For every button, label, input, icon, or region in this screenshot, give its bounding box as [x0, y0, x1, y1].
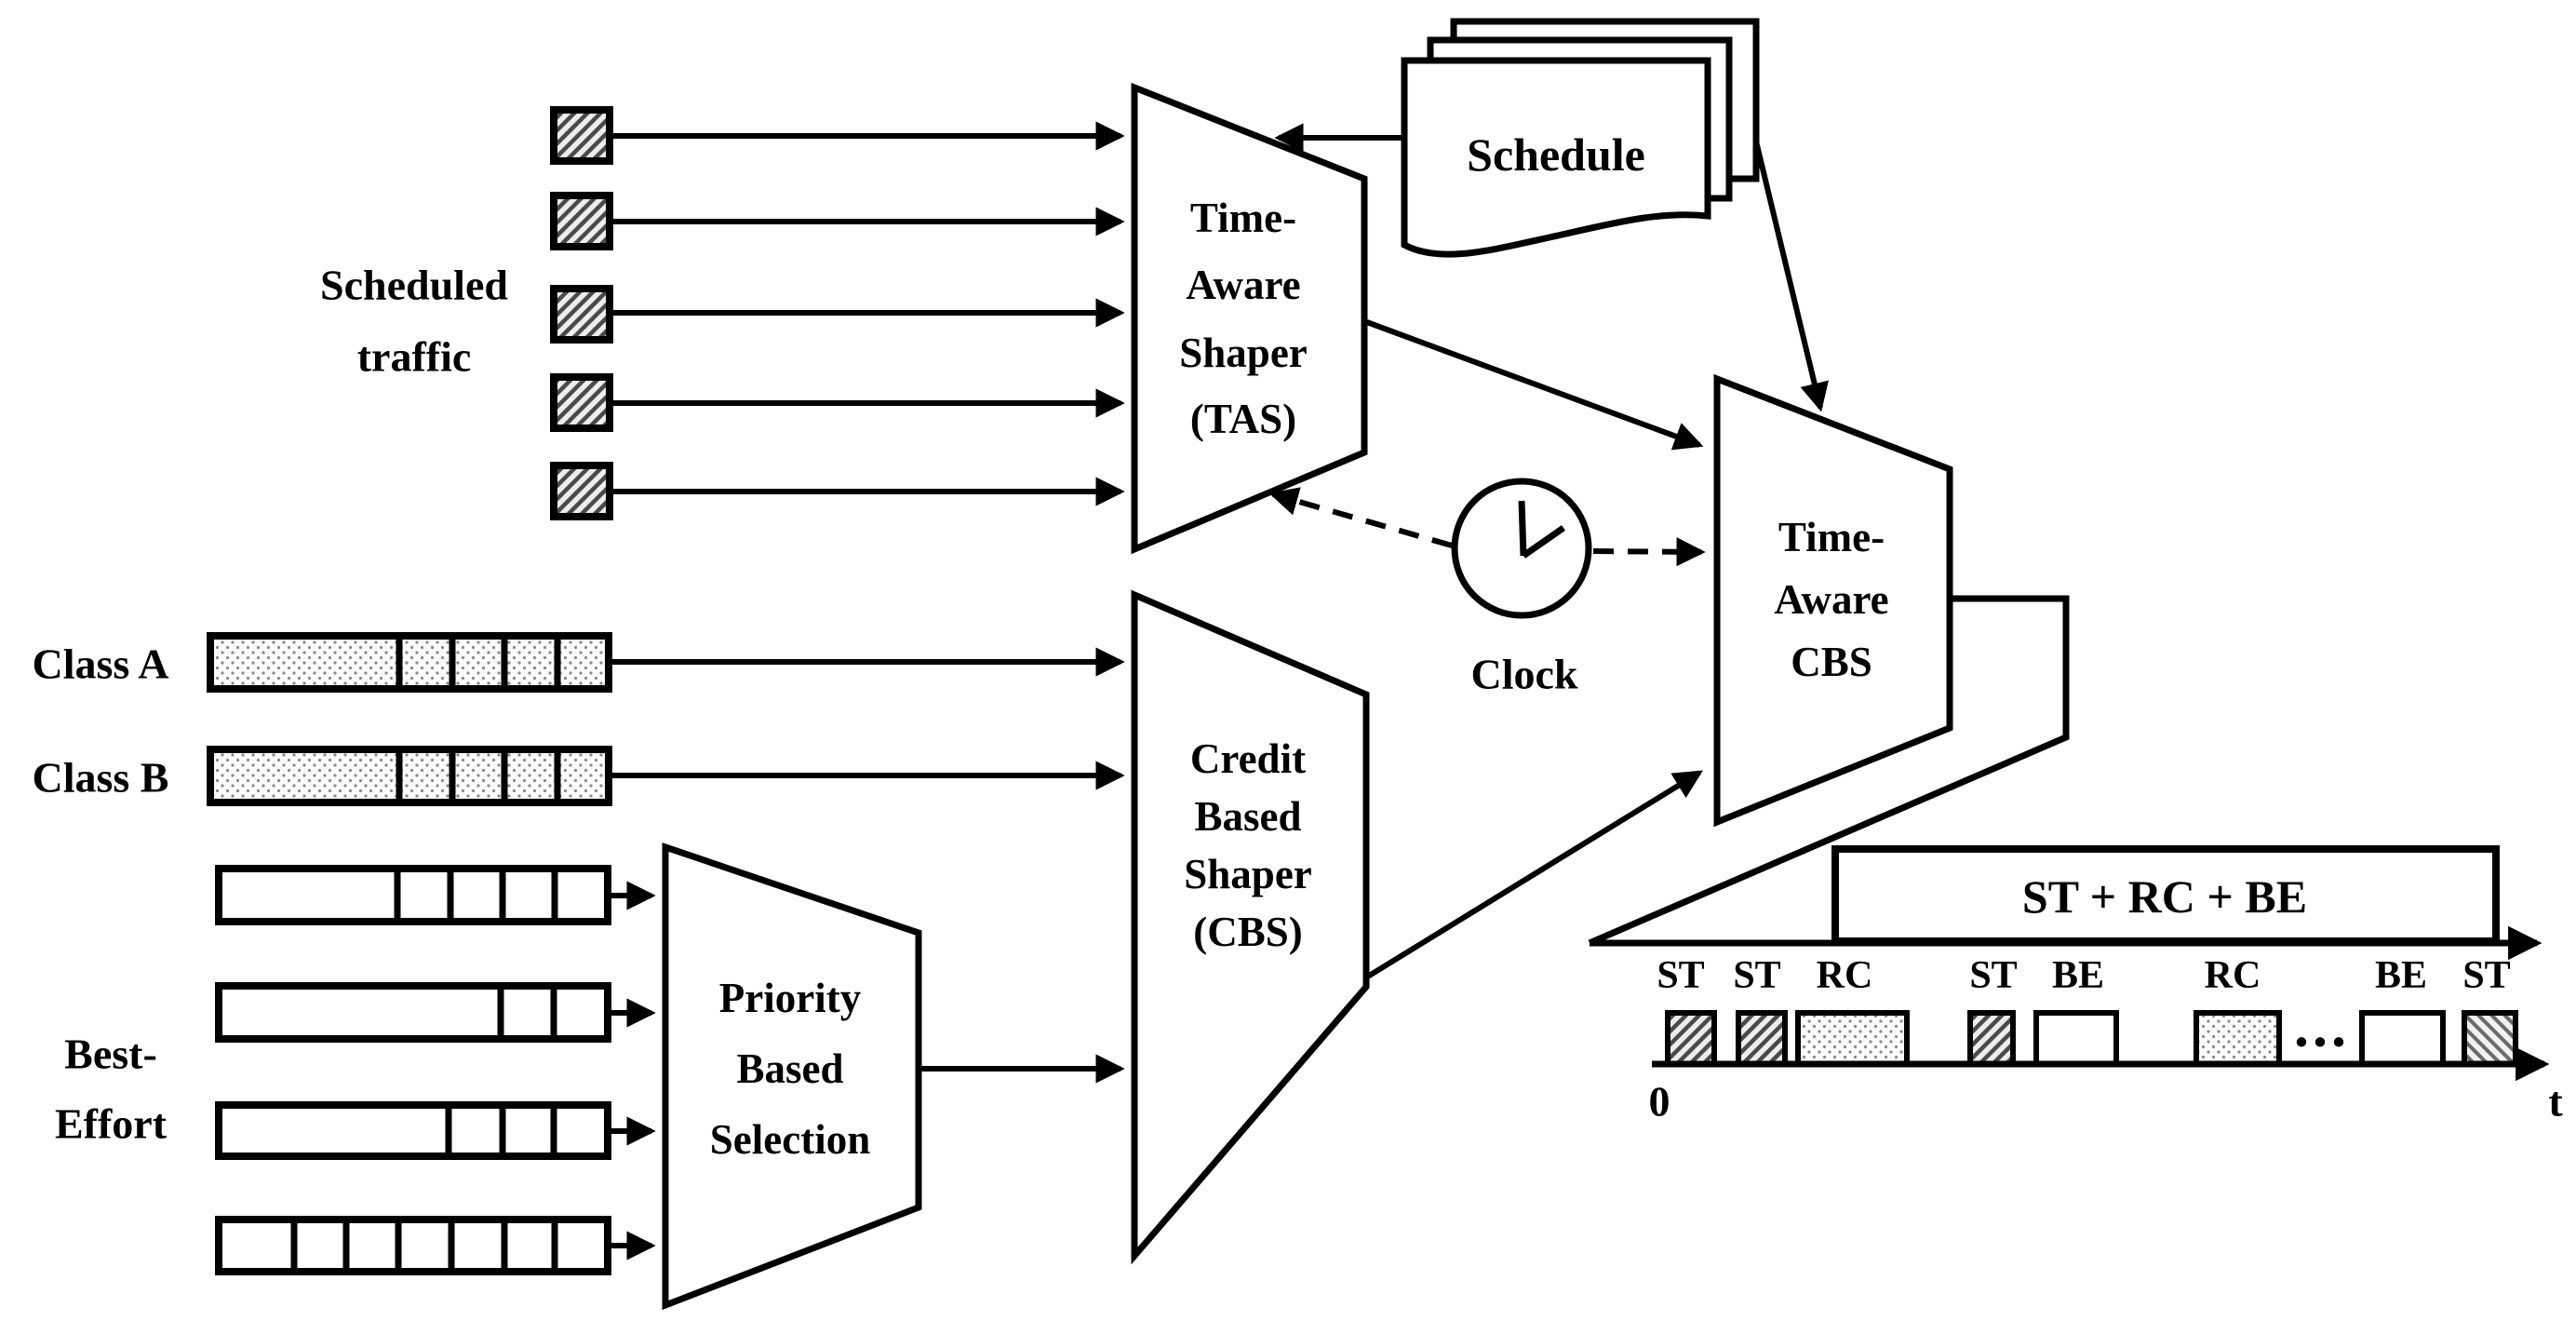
block-be-1	[2033, 1010, 2119, 1067]
slot-label-be-1: BE	[2052, 954, 2104, 997]
priority-based-selection-block	[662, 842, 922, 1311]
time-axis-t-label: t	[2548, 1078, 2563, 1126]
best-effort-queue-1	[215, 865, 611, 925]
schedule-to-ta-cbs-arrow	[1753, 141, 1829, 412]
scheduled-traffic-label-line2: traffic	[357, 333, 472, 381]
cbs-to-ta-cbs-arrow	[1364, 770, 1703, 980]
scheduled-queue-1	[550, 106, 613, 165]
timeline-slot-labels: ST ST RC ST BE RC BE ST	[1657, 954, 2510, 997]
timeline-ellipsis: ...	[2294, 993, 2350, 1059]
priority-label-line3: Selection	[710, 1116, 870, 1163]
priority-label-line2: Based	[736, 1045, 843, 1092]
cbs-block	[1131, 589, 1370, 1265]
scheduled-queue-2	[550, 192, 613, 250]
ta-cbs-label-line3: CBS	[1791, 639, 1872, 685]
time-axis-origin-label: 0	[1649, 1078, 1670, 1126]
block-be-2	[2359, 1010, 2446, 1067]
ta-cbs-label-line2: Aware	[1774, 576, 1888, 623]
scheduled-to-tas-arrows	[611, 121, 1125, 506]
clock-label: Clock	[1471, 651, 1578, 698]
ta-cbs-label-line1: Time-	[1778, 514, 1885, 560]
schedule-document-icon	[1401, 18, 1760, 258]
clock-to-tas-dashed-arrow	[1268, 487, 1453, 548]
best-effort-queue-3	[215, 1101, 611, 1160]
ta-cbs-block	[1713, 373, 1953, 828]
slot-label-st-2: ST	[1733, 954, 1780, 997]
cbs-label-line2: Based	[1194, 793, 1301, 840]
block-st-3	[1967, 1010, 2016, 1067]
block-rc-2	[2194, 1010, 2282, 1067]
tas-label-line4: (TAS)	[1190, 396, 1296, 442]
best-effort-label-line2: Effort	[55, 1100, 168, 1148]
class-b-queue	[207, 746, 612, 806]
schedule-label: Schedule	[1467, 128, 1645, 181]
best-effort-queue-4	[215, 1216, 611, 1275]
tas-label-line3: Shaper	[1179, 330, 1308, 376]
best-effort-queue-2	[215, 982, 611, 1043]
scheduled-traffic-queues	[550, 106, 613, 520]
cbs-label-line4: (CBS)	[1193, 909, 1303, 955]
tas-to-ta-cbs-arrow	[1362, 318, 1704, 451]
slot-label-be-2: BE	[2375, 954, 2427, 997]
tas-block	[1131, 82, 1368, 555]
sum-window-label: ST + RC + BE	[2022, 870, 2307, 923]
timeline-blocks	[1665, 1010, 2518, 1067]
tas-label-line2: Aware	[1186, 262, 1300, 308]
slot-label-rc-1: RC	[1817, 954, 1873, 997]
slot-label-st-4: ST	[2462, 954, 2510, 997]
scheduled-queue-5	[550, 462, 613, 520]
cbs-label-line3: Shaper	[1184, 851, 1312, 897]
clock-to-ta-cbs-dashed-arrow	[1592, 537, 1706, 567]
slot-label-st-3: ST	[1969, 954, 2017, 997]
sum-window-box	[1831, 845, 2500, 945]
scheduled-traffic-label-line1: Scheduled	[320, 262, 508, 309]
class-a-label: Class A	[33, 640, 169, 688]
best-effort-label-line1: Best-	[64, 1031, 157, 1078]
priority-label-line1: Priority	[719, 975, 862, 1021]
class-b-label: Class B	[33, 754, 169, 802]
clock-icon	[1451, 478, 1592, 619]
tas-label-line1: Time-	[1190, 195, 1296, 241]
block-st-1	[1665, 1010, 1717, 1067]
cbs-label-line1: Credit	[1190, 735, 1306, 782]
best-effort-to-priority-arrows	[610, 881, 656, 1260]
schedule-page-front	[1401, 57, 1711, 258]
ta-cbs-output-path	[1588, 595, 2070, 947]
block-st-2	[1736, 1010, 1788, 1067]
scheduled-queue-4	[550, 373, 613, 432]
class-a-queue	[207, 632, 612, 693]
block-st-4	[2462, 1010, 2518, 1067]
slot-label-rc-2: RC	[2205, 954, 2261, 997]
scheduled-queue-3	[550, 285, 613, 344]
block-rc-1	[1795, 1010, 1910, 1067]
slot-label-st-1: ST	[1657, 954, 1704, 997]
